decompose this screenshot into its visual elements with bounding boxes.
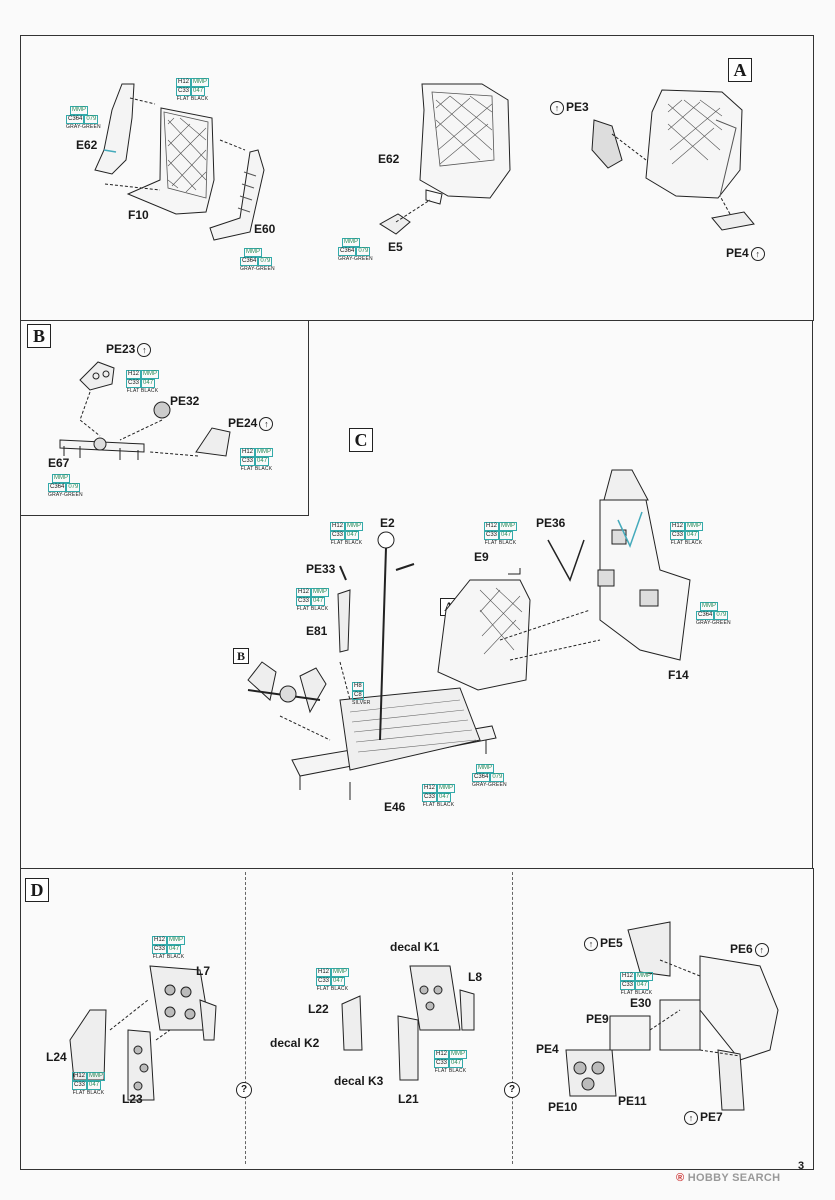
part-label-pe23: PE23↑ xyxy=(106,342,152,357)
part-label-decal-k3: decal K3 xyxy=(334,1074,384,1088)
watermark-brand: HOBBY SEARCH xyxy=(687,1172,781,1184)
step-d-divider-1 xyxy=(245,872,246,1164)
pe4-text: PE4 xyxy=(726,246,749,260)
page-number: 3 xyxy=(798,1160,805,1172)
part-label-e2: E2 xyxy=(380,516,395,530)
photo-etch-icon: ↑ xyxy=(259,416,274,431)
part-label-f10: F10 xyxy=(128,208,149,222)
photo-etch-icon: ↑ xyxy=(754,942,769,957)
step-c-marker: C xyxy=(349,428,373,452)
part-label-e81: E81 xyxy=(306,624,328,638)
part-label-pe7: ↑PE7 xyxy=(684,1110,723,1125)
part-label-l23: L23 xyxy=(122,1092,143,1106)
part-label-f14: F14 xyxy=(668,668,689,682)
part-label-decal-k2: decal K2 xyxy=(270,1036,320,1050)
step-a-marker: A xyxy=(728,58,752,82)
photo-etch-icon: ↑ xyxy=(584,936,598,951)
subassembly-b-marker: B xyxy=(233,648,249,664)
watermark: ® HOBBY SEARCH xyxy=(676,1172,780,1184)
part-label-e9: E9 xyxy=(474,550,489,564)
part-label-l21: L21 xyxy=(398,1092,419,1106)
part-label-e46: E46 xyxy=(384,800,406,814)
watermark-mark: ® xyxy=(676,1172,685,1184)
question-icon: ? xyxy=(236,1082,252,1098)
step-d-divider-2 xyxy=(512,872,513,1164)
photo-etch-icon: ↑ xyxy=(684,1110,698,1125)
part-label-l7: L7 xyxy=(196,964,211,978)
part-label-pe24: PE24↑ xyxy=(228,416,274,431)
part-label-l8: L8 xyxy=(468,970,483,984)
part-label-e30: E30 xyxy=(630,996,652,1010)
step-d-marker: D xyxy=(25,878,49,902)
pe3-text: PE3 xyxy=(566,100,589,114)
step-b-frame xyxy=(20,320,309,516)
pe7-text: PE7 xyxy=(700,1110,723,1124)
part-label-pe36: PE36 xyxy=(536,516,566,530)
part-label-pe6: PE6↑ xyxy=(730,942,769,957)
part-label-decal-k1: decal K1 xyxy=(390,940,440,954)
step-b-marker: B xyxy=(27,324,51,348)
part-label-pe3: ↑PE3 xyxy=(550,100,589,115)
pe5-text: PE5 xyxy=(600,936,623,950)
step-d-frame xyxy=(20,868,814,1170)
pe6-text: PE6 xyxy=(730,942,753,956)
step-a-frame xyxy=(20,35,814,321)
part-label-e5: E5 xyxy=(388,240,403,254)
part-label-pe32: PE32 xyxy=(170,394,200,408)
part-label-l24: L24 xyxy=(46,1050,67,1064)
question-icon: ? xyxy=(504,1082,520,1098)
part-label-e62-b: E62 xyxy=(378,152,400,166)
pe24-text: PE24 xyxy=(228,416,258,430)
part-label-e62: E62 xyxy=(76,138,98,152)
part-label-pe10: PE10 xyxy=(548,1100,578,1114)
part-label-pe9: PE9 xyxy=(586,1012,609,1026)
paint-callout-silver: H8 C8 SILVER xyxy=(352,682,371,706)
part-label-l22: L22 xyxy=(308,1002,329,1016)
pe23-text: PE23 xyxy=(106,342,136,356)
photo-etch-icon: ↑ xyxy=(750,246,765,261)
part-label-pe4: PE4↑ xyxy=(726,246,765,261)
photo-etch-icon: ↑ xyxy=(550,100,564,115)
part-label-pe4-d: PE4 xyxy=(536,1042,559,1056)
part-label-pe5: ↑PE5 xyxy=(584,936,623,951)
photo-etch-icon: ↑ xyxy=(137,342,152,357)
part-label-pe11: PE11 xyxy=(618,1094,647,1108)
part-label-e67: E67 xyxy=(48,456,70,470)
part-label-pe33: PE33 xyxy=(306,562,336,576)
part-label-e60: E60 xyxy=(254,222,276,236)
